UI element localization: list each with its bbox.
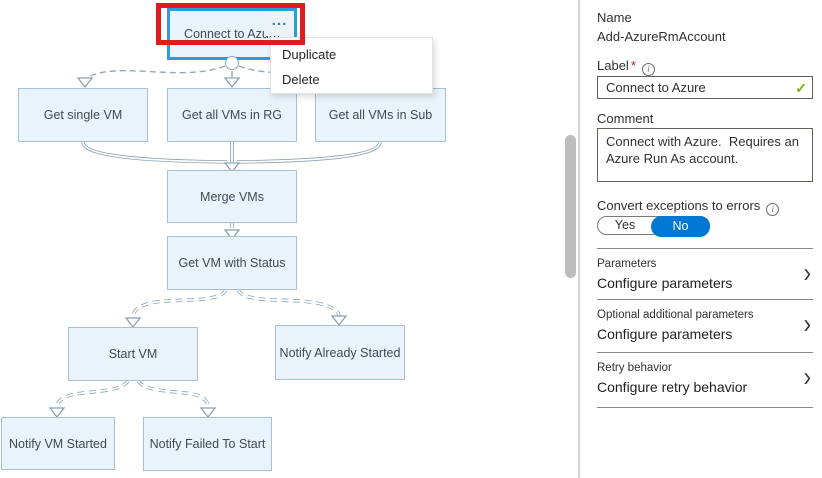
arrowhead [199, 407, 217, 419]
menu-item-delete[interactable]: Delete [282, 72, 320, 87]
info-icon[interactable]: i [641, 63, 655, 76]
node-label: Start VM [108, 347, 158, 361]
info-icon[interactable]: i [766, 203, 780, 216]
arrowhead [124, 317, 142, 329]
node-output-port[interactable] [225, 56, 239, 70]
chevron-right-icon: › [803, 360, 811, 392]
label-field-caption: Label*i [597, 58, 655, 76]
chevron-right-icon: › [803, 256, 811, 288]
node-label: Get all VMs in Sub [328, 108, 433, 122]
panel-divider [578, 0, 580, 478]
node-notify-failed-to-start[interactable]: Notify Failed To Start [143, 417, 272, 471]
node-get-vm-with-status[interactable]: Get VM with Status [167, 236, 297, 290]
arrowhead [76, 77, 94, 89]
section-label: Optional additional parameters [597, 309, 754, 321]
comment-label: Comment [597, 111, 654, 126]
runbook-canvas[interactable]: Connect to Azure ... Get single VM Get a… [0, 0, 578, 478]
link-status-to-already-started [236, 288, 341, 318]
node-start-vm[interactable]: Start VM [68, 327, 198, 381]
link-start-to-vm-started [55, 379, 130, 410]
name-value: Add-AzureRmAccount [597, 29, 726, 44]
node-label: Get single VM [43, 108, 123, 122]
section-optional-parameters[interactable]: Optional additional parameters Configure… [597, 299, 813, 352]
canvas-vertical-scrollbar-thumb[interactable] [565, 135, 576, 278]
section-label: Retry behavior [597, 362, 672, 374]
properties-panel: Name Add-AzureRmAccount Label*i ✓ Commen… [597, 0, 813, 478]
section-parameters[interactable]: Parameters Configure parameters › [597, 248, 813, 299]
section-action: Configure retry behavior [597, 379, 748, 395]
node-get-single-vm[interactable]: Get single VM [18, 88, 148, 142]
node-more-options-button[interactable]: ... [266, 12, 293, 36]
valid-checkmark-icon: ✓ [795, 80, 807, 96]
node-notify-already-started[interactable]: Notify Already Started [275, 325, 405, 380]
node-label: Get VM with Status [178, 256, 286, 270]
section-action: Configure parameters [597, 326, 733, 342]
node-label: Connect to Azure [184, 27, 280, 41]
name-label: Name [597, 10, 632, 25]
arrowhead [223, 229, 241, 241]
node-label: Notify VM Started [9, 436, 107, 451]
section-divider [597, 407, 813, 408]
node-label: Notify Already Started [279, 345, 401, 360]
node-context-menu: Duplicate Delete [270, 37, 433, 94]
section-retry-behavior[interactable]: Retry behavior Configure retry behavior … [597, 352, 813, 407]
arrowhead [330, 315, 348, 327]
menu-item-duplicate[interactable]: Duplicate [282, 47, 337, 62]
node-get-all-vms-in-sub[interactable]: Get all VMs in Sub [315, 88, 446, 142]
toggle-option-no[interactable]: No [651, 216, 710, 237]
arrowhead [48, 407, 66, 419]
required-marker: * [630, 58, 636, 73]
convert-exceptions-toggle[interactable]: Yes No [597, 216, 710, 237]
node-label: Merge VMs [200, 189, 264, 204]
chevron-right-icon: › [803, 307, 811, 339]
section-action: Configure parameters [597, 275, 733, 291]
comment-input[interactable]: Connect with Azure. Requires an Azure Ru… [597, 128, 813, 182]
toggle-option-yes[interactable]: Yes [614, 218, 636, 232]
section-label: Parameters [597, 258, 657, 270]
node-notify-vm-started[interactable]: Notify VM Started [1, 417, 115, 470]
arrowhead [223, 162, 241, 174]
link-connect-to-single-vm [85, 65, 226, 79]
node-label: Notify Failed To Start [149, 437, 266, 451]
label-input[interactable] [597, 76, 813, 99]
node-get-all-vms-in-rg[interactable]: Get all VMs in RG [167, 88, 297, 142]
node-label: Get all VMs in RG [181, 108, 283, 122]
arrowhead [223, 77, 241, 89]
node-merge-vms[interactable]: Merge VMs [167, 170, 297, 223]
